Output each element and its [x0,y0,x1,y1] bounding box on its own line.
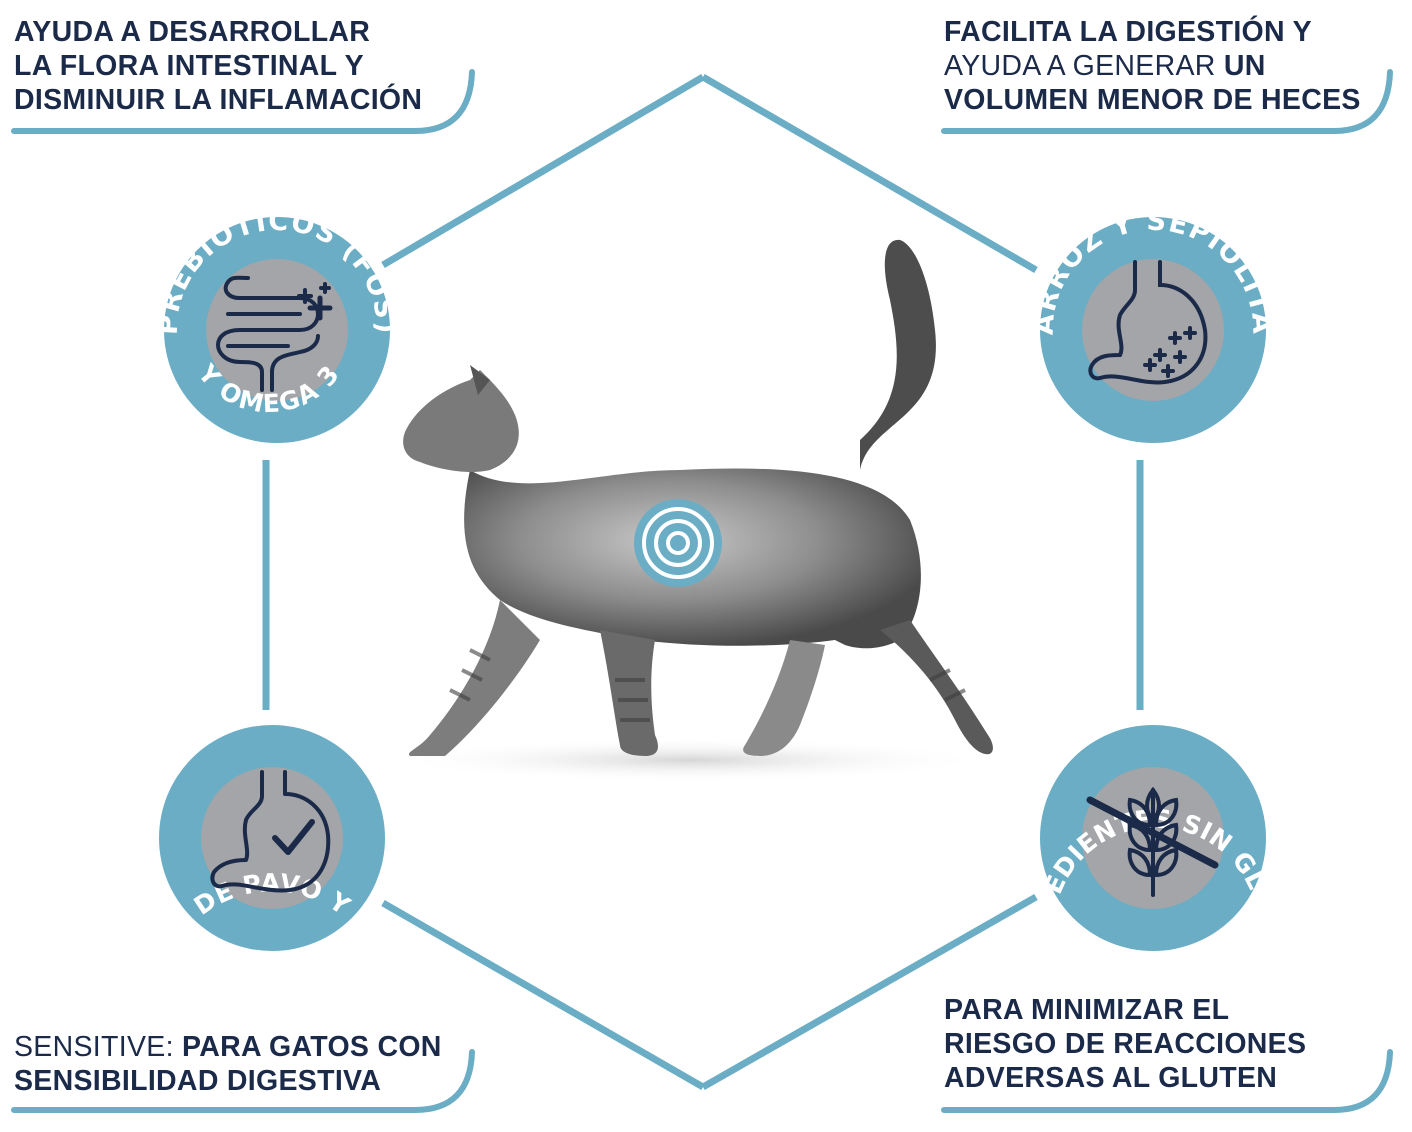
caption-bottom-right-line3: ADVERSAS AL GLUTEN [944,1062,1278,1094]
underline-bottom-left [11,1049,475,1113]
caption-bottom-left-line1-light: SENSITIVE: [14,1031,183,1063]
caption-top-left-line2: LA FLORA INTESTINAL Y [14,50,364,82]
underline-top-left [11,69,475,134]
caption-top-left: AYUDA A DESARROLLAR LA FLORA INTESTINAL … [14,15,422,117]
caption-top-left-line3: DISMINUIR LA INFLAMACIÓN [14,84,423,116]
caption-underlines [11,69,1393,1113]
caption-top-right-line1: FACILITA LA DIGESTIÓN Y [944,16,1312,48]
hexagon-outline [262,73,1144,1091]
target-icon [634,499,722,587]
underline-bottom-right [941,1049,1393,1113]
badge-rice-sepiolite: ARROZ Y SEPIOLITA [1029,206,1276,443]
caption-bottom-left-line1-bold: PARA GATOS CON [182,1031,442,1063]
walking-cat-illustration [390,239,993,782]
caption-bottom-right-line2: RIESGO DE REACCIONES [944,1028,1307,1060]
caption-bottom-right: PARA MINIMIZAR EL RIESGO DE REACCIONES A… [944,993,1306,1095]
underline-top-right [941,69,1393,134]
caption-top-right-line2-light: AYUDA A GENERAR [944,50,1224,82]
caption-bottom-left-line2: SENSIBILIDAD DIGESTIVA [14,1065,382,1097]
stomach-plus-icon [1088,260,1208,385]
caption-top-right-line3: VOLUMEN MENOR DE HECES [944,84,1361,116]
badge-prebiotics: PREBIÓTICOS (FOS) Y OMEGA 3 [153,206,400,443]
stomach-check-icon [210,770,331,893]
caption-bottom-right-line1: PARA MINIMIZAR EL [944,994,1230,1026]
intestine-icon [216,275,333,392]
caption-top-left-line1: AYUDA A DESARROLLAR [14,16,371,48]
badge-protein: PROTEÍNA DE PAVO Y GUISANTE [0,0,385,951]
wheat-crossed-icon [1086,786,1219,897]
caption-top-right-line2-bold: UN [1223,50,1266,82]
caption-top-right: FACILITA LA DIGESTIÓN Y AYUDA A GENERAR … [944,15,1361,117]
caption-bottom-left: SENSITIVE: PARA GATOS CON SENSIBILIDAD D… [14,1030,442,1098]
